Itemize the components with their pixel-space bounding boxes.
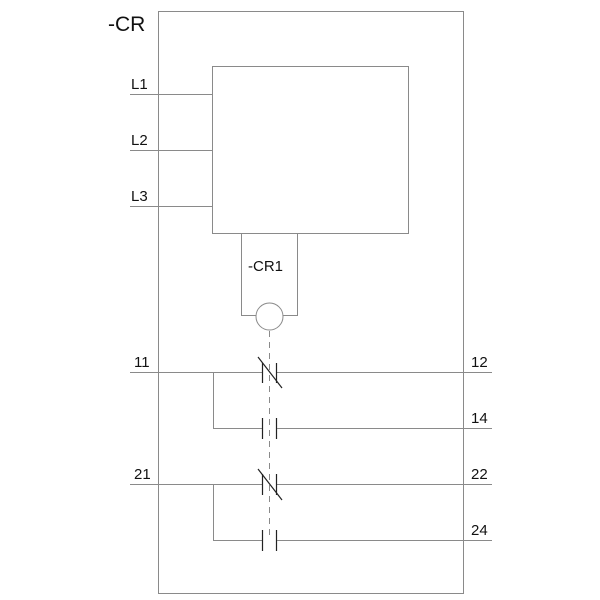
contact2-common-label: 21 — [134, 466, 151, 483]
contact1-no-label: 14 — [471, 410, 488, 427]
coil-label: -CR1 — [248, 258, 283, 275]
coil-symbol — [255, 302, 284, 331]
contact2-branch — [213, 484, 262, 541]
coil-bracket — [241, 234, 256, 316]
contact2-nc-label: 22 — [471, 466, 488, 483]
input-label-l2: L2 — [131, 132, 148, 149]
contact1-branch — [213, 372, 262, 429]
input-label-l3: L3 — [131, 188, 148, 205]
device-designation: -CR — [108, 13, 145, 36]
relay-module-box — [212, 66, 409, 234]
contact1-nc-label: 12 — [471, 354, 488, 371]
contact1-nc-slash — [257, 356, 283, 389]
input-label-l1: L1 — [131, 76, 148, 93]
device-enclosure — [158, 11, 464, 594]
contact1-common-label: 11 — [134, 354, 150, 371]
coil-bracket-right — [283, 234, 298, 316]
contact2-nc-slash — [257, 468, 283, 501]
contact2-no-label: 24 — [471, 522, 488, 539]
